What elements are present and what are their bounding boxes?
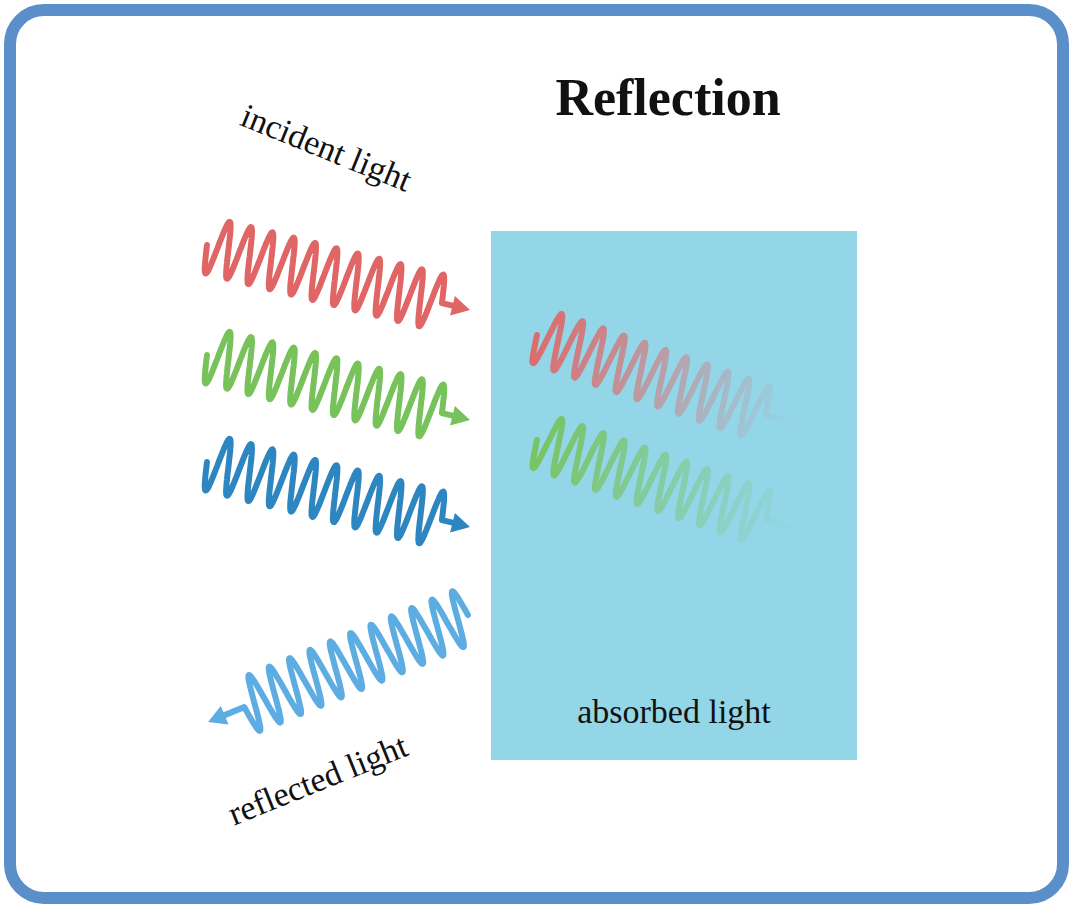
absorbed-waves bbox=[491, 231, 857, 760]
arrow-head bbox=[208, 706, 229, 725]
reflected-blue-wave bbox=[208, 591, 468, 731]
incident-green-wave bbox=[205, 332, 470, 437]
absorbed-wave bbox=[533, 419, 797, 540]
wave bbox=[225, 591, 468, 731]
incident-blue-wave bbox=[205, 439, 470, 544]
arrow-head bbox=[450, 513, 470, 532]
wave bbox=[205, 222, 453, 326]
incident-red-wave bbox=[205, 222, 470, 326]
wave bbox=[205, 332, 453, 437]
arrow-head bbox=[450, 296, 470, 315]
material-block: absorbed light bbox=[491, 231, 857, 760]
absorbed-wave bbox=[532, 314, 791, 435]
arrow-head bbox=[450, 406, 470, 425]
wave bbox=[205, 439, 453, 544]
node-text: absorbed light bbox=[564, 691, 784, 732]
title: Reflection bbox=[555, 68, 780, 127]
